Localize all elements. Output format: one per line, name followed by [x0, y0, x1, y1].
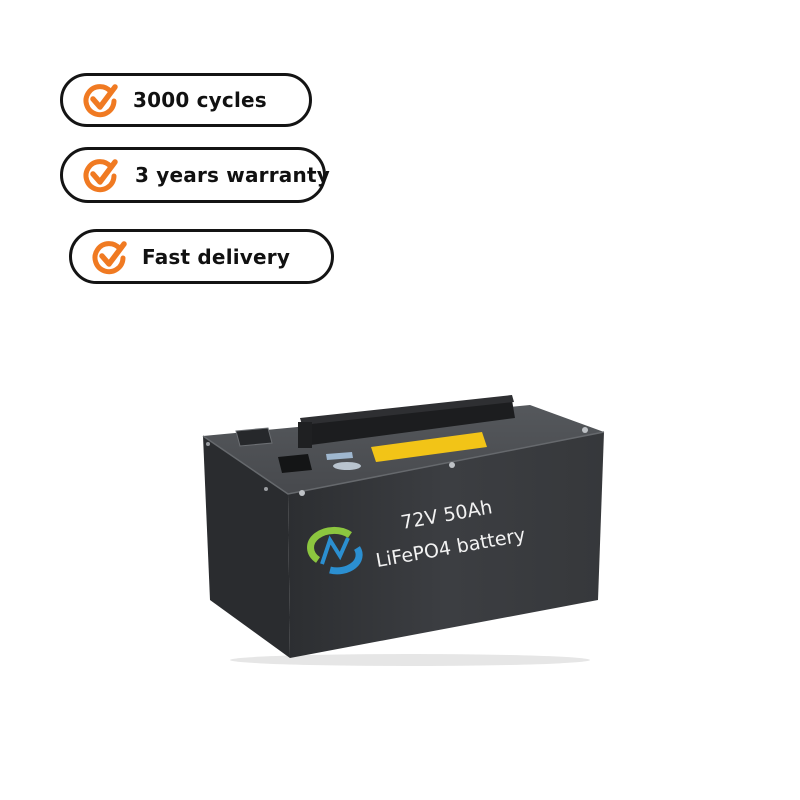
feature-label: Fast delivery — [142, 244, 291, 269]
brand-logo-icon — [307, 526, 363, 575]
feature-badge-delivery: Fast delivery — [69, 229, 334, 284]
check-circle-icon — [83, 84, 118, 118]
check-circle-icon — [92, 240, 127, 274]
feature-badge-warranty: 3 years warranty — [60, 147, 330, 203]
feature-label: 3000 cycles — [133, 88, 267, 112]
battery-product-image — [195, 380, 615, 670]
check-circle-icon — [83, 159, 118, 193]
feature-label: 3 years warranty — [135, 163, 330, 187]
battery-illustration — [202, 395, 605, 666]
feature-badge-cycles: 3000 cycles — [60, 73, 312, 127]
